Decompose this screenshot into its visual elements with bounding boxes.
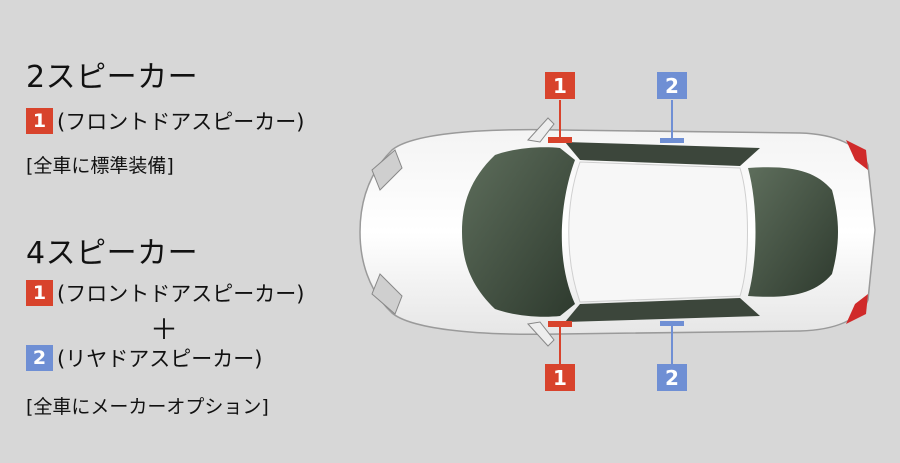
two-speaker-note: [全車に標準装備]: [26, 155, 174, 177]
front-speaker-badge: 1: [26, 280, 53, 306]
rear-speaker-label: (リヤドアスピーカー): [57, 347, 263, 371]
diagram-rear-badge-top: 2: [657, 72, 687, 99]
rear-speaker-badge: 2: [26, 345, 53, 371]
windshield: [462, 147, 575, 317]
taillight-top: [846, 140, 868, 170]
roof: [568, 161, 748, 303]
taillight-bottom: [846, 294, 868, 324]
mirror-top: [527, 117, 555, 143]
four-speaker-title: 4スピーカー: [26, 236, 199, 271]
two-speaker-title: 2スピーカー: [26, 60, 199, 95]
speaker-marker-rear-top: [660, 138, 684, 143]
front-speaker-label: (フロントドアスピーカー): [57, 110, 305, 134]
front-speaker-badge: 1: [26, 108, 53, 134]
four-speaker-rear-line: 2 (リヤドアスピーカー): [26, 343, 262, 373]
diagram-front-badge-bottom: 1: [545, 364, 575, 391]
rear-window: [748, 167, 838, 297]
diagram-front-badge-top: 1: [545, 72, 575, 99]
mirror-bottom: [527, 321, 555, 347]
four-speaker-note: [全車にメーカーオプション]: [26, 396, 269, 418]
side-window-bottom: [565, 298, 760, 322]
headlight-top: [371, 149, 403, 191]
side-window-top: [565, 142, 760, 166]
speaker-marker-rear-bottom: [660, 321, 684, 326]
speaker-marker-front-bottom: [548, 321, 572, 327]
headlight-bottom: [371, 273, 403, 315]
front-speaker-label: (フロントドアスピーカー): [57, 282, 305, 306]
diagram-rear-badge-bottom: 2: [657, 364, 687, 391]
plus-sign: ＋: [150, 313, 179, 346]
four-speaker-front-line: 1 (フロントドアスピーカー): [26, 278, 304, 308]
two-speaker-front-line: 1 (フロントドアスピーカー): [26, 106, 304, 136]
speaker-marker-front-top: [548, 137, 572, 143]
